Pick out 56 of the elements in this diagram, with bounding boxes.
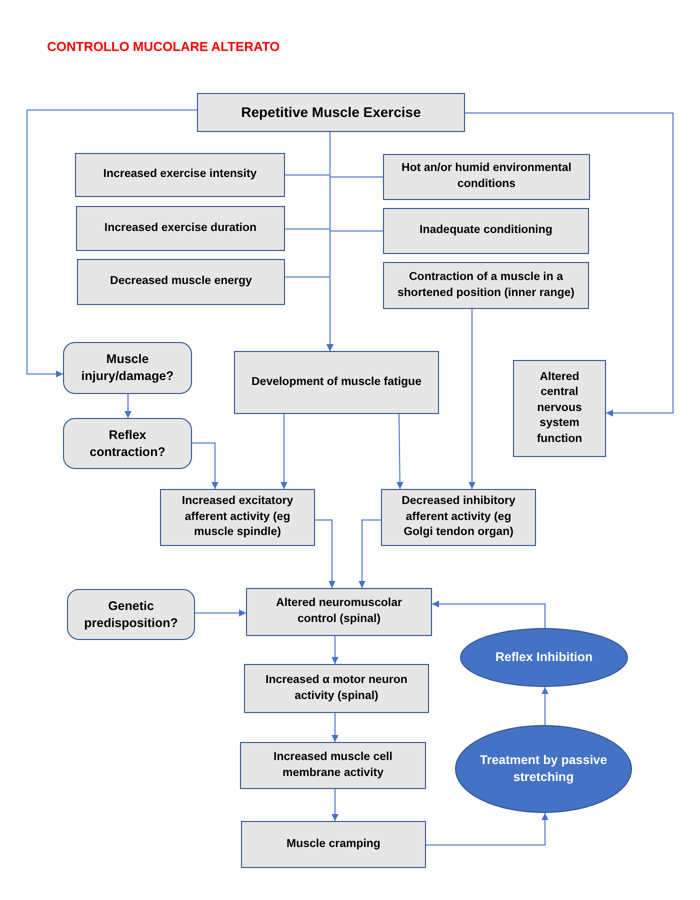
arrow	[468, 308, 476, 490]
arrow	[192, 442, 218, 490]
process-box	[240, 742, 426, 789]
process-box	[381, 489, 536, 546]
arrow	[332, 788, 338, 822]
node-text: Development of muscle fatigue	[252, 374, 422, 390]
rounded-box	[67, 589, 195, 640]
node-text: Genetic predisposition?	[83, 598, 179, 632]
process-box	[160, 489, 315, 546]
process-box	[383, 262, 589, 309]
process-box	[197, 93, 465, 132]
arrow	[314, 520, 336, 588]
arrow	[432, 600, 546, 628]
node-text: Muscle cramping	[286, 836, 380, 852]
process-box	[234, 351, 439, 414]
arrow	[194, 610, 246, 616]
process-box	[75, 153, 285, 197]
node-text: Treatment by passive stretching	[478, 752, 608, 786]
node-text: Reflex Inhibition	[495, 649, 593, 666]
node-text: Reflex contraction?	[88, 426, 166, 460]
node-text: Increased exercise duration	[104, 220, 257, 236]
arrow	[332, 712, 338, 742]
arrow	[280, 414, 288, 490]
node-text: Altered central nervous system function	[536, 370, 584, 447]
node-text: Increased exercise intensity	[103, 167, 257, 182]
process-box	[241, 821, 426, 868]
node-text: Increased α motor neuron activity (spinal)	[264, 672, 408, 704]
node-text: Contraction of a muscle in a shortened position (inner range)	[396, 270, 576, 300]
node-text: Increased muscle cell membrane activity	[272, 750, 394, 780]
process-box	[246, 588, 432, 636]
node-text: Altered neuromuscolar control (spinal)	[275, 596, 403, 627]
rounded-box	[63, 342, 192, 394]
rounded-box	[63, 418, 192, 469]
node-text: Decreased muscle energy	[110, 274, 252, 290]
arrow	[124, 394, 132, 418]
process-box	[383, 208, 589, 254]
arrow	[26, 110, 198, 378]
node-text: Muscle injury/damage?	[80, 351, 175, 385]
process-box	[383, 154, 590, 200]
process-box	[244, 664, 429, 713]
process-box	[513, 360, 606, 457]
node-text: Hot an/or humid environmental conditions	[400, 161, 572, 192]
node-text: Increased excitatory afferent activity (eg muscle spindle)	[180, 494, 294, 540]
node-text: Inadequate conditioning	[420, 223, 552, 238]
arrow	[396, 414, 404, 490]
process-box	[77, 259, 285, 305]
arrow	[426, 812, 548, 846]
node-text: Repetitive Muscle Exercise	[241, 103, 421, 122]
arrow	[542, 686, 548, 726]
arrow	[464, 112, 674, 416]
process-box	[76, 206, 285, 251]
node-text: Decreased inhibitory afferent activity (eg Golgi tendon organ)	[400, 494, 516, 540]
arrow	[358, 520, 382, 588]
arrow	[332, 636, 338, 664]
arrow	[284, 276, 334, 352]
title: CONTROLLO MUCOLARE ALTERATO	[47, 38, 280, 56]
